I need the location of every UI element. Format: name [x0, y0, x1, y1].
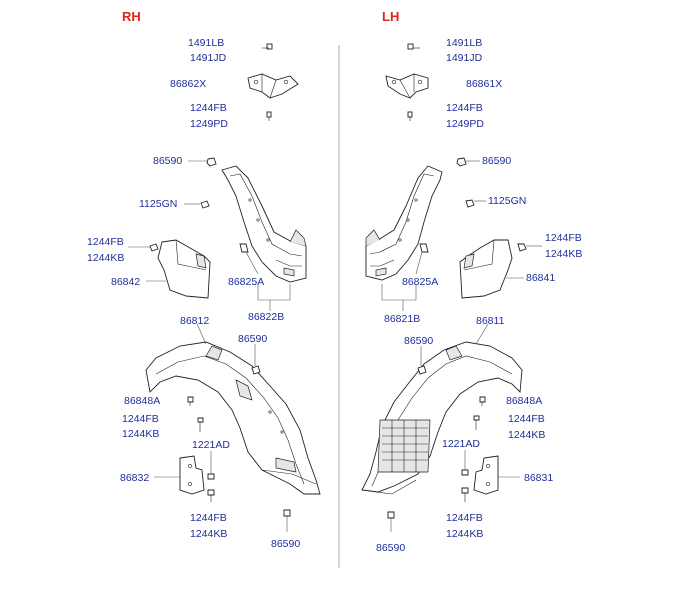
- rh-label-mudflap: 86842: [111, 276, 140, 288]
- lh-label-screw-top-1: 1244FB: [446, 102, 483, 114]
- rh-plate: [154, 455, 205, 495]
- lh-label-screw-mid-2: 1244KB: [508, 429, 545, 441]
- lh-mudflap: [459, 239, 524, 299]
- lh-screw-gn: [465, 199, 486, 208]
- lh-screw-ad: [461, 450, 469, 476]
- lh-labels: 1491LB 1491JD 86861X 1244FB 1249PD 86590…: [376, 37, 582, 554]
- rh-label-clip-upper: 86590: [153, 155, 182, 167]
- rh-label-screw-flap-2: 1244KB: [87, 252, 124, 264]
- rh-screw-flap: [128, 243, 159, 252]
- lh-label-screw-low-2: 1244KB: [446, 528, 483, 540]
- rh-label-screw-ad: 1221AD: [192, 439, 230, 451]
- rh-parts: [128, 43, 321, 532]
- rh-label-clip-mid: 86590: [238, 333, 267, 345]
- lh-clip-upper: [456, 157, 480, 167]
- rh-label-screw-flap-1: 1244FB: [87, 236, 124, 248]
- lh-label-plate: 86831: [524, 472, 553, 484]
- rh-screw-ad: [207, 451, 215, 480]
- rh-label-screw-mid-1: 1244FB: [122, 413, 159, 425]
- rh-pin: [187, 396, 194, 406]
- lh-screw-top: [407, 111, 413, 121]
- rh-label-screw-mid-2: 1244KB: [122, 428, 159, 440]
- rh-label-clip-a: 86825A: [228, 276, 264, 288]
- rh-clip-mid: [251, 344, 261, 375]
- rh-clip-upper: [188, 157, 217, 167]
- rh-screw-gn: [184, 200, 210, 209]
- lh-guard-upper: [365, 165, 443, 281]
- rh-label-guard-lower: 86812: [180, 315, 209, 327]
- lh-label-bracket: 86861X: [466, 78, 502, 90]
- rh-title: RH: [122, 9, 141, 24]
- lh-guard-upper-bracket: [381, 284, 417, 301]
- lh-bolt-top: [407, 43, 420, 50]
- lh-label-guard-lower: 86811: [476, 315, 505, 327]
- lh-label-screw-ad: 1221AD: [442, 438, 480, 450]
- lh-label-screw-flap-1: 1244FB: [545, 232, 582, 244]
- lh-label-clip-a: 86825A: [402, 276, 438, 288]
- rh-screw-low: [207, 489, 215, 502]
- lh-screw-mid: [473, 415, 480, 430]
- lh-label-clip-mid: 86590: [404, 335, 433, 347]
- rh-label-plate: 86832: [120, 472, 149, 484]
- rh-clip-a: [239, 243, 259, 275]
- lh-clip-a: [415, 243, 429, 275]
- lh-bracket: [385, 73, 429, 99]
- lh-screw-low: [461, 487, 469, 502]
- lh-parts: [361, 43, 542, 532]
- lh-label-pin: 86848A: [506, 395, 542, 407]
- rh-label-screw-gn: 1125GN: [139, 198, 177, 210]
- rh-guard-upper: [221, 165, 307, 283]
- lh-label-clip-low: 86590: [376, 542, 405, 554]
- rh-label-bolt-top-2: 1491JD: [190, 52, 227, 64]
- rh-labels: 1491LB 1491JD 86862X 1244FB 1249PD 86590…: [87, 37, 300, 550]
- lh-label-bolt-top-2: 1491JD: [446, 52, 483, 64]
- lh-clip-mid: [417, 346, 427, 375]
- rh-label-clip-low: 86590: [271, 538, 300, 550]
- lh-label-screw-flap-2: 1244KB: [545, 248, 582, 260]
- rh-label-bolt-top-1: 1491LB: [188, 37, 224, 49]
- rh-label-screw-low-1: 1244FB: [190, 512, 227, 524]
- lh-label-screw-mid-1: 1244FB: [508, 413, 545, 425]
- rh-bracket: [247, 73, 299, 99]
- lh-clip-low: [387, 511, 395, 532]
- lh-label-screw-gn: 1125GN: [488, 195, 526, 207]
- lh-label-mudflap: 86841: [526, 272, 555, 284]
- lh-plate: [473, 455, 520, 495]
- rh-guard-lower: [145, 323, 321, 495]
- lh-label-clip-upper: 86590: [482, 155, 511, 167]
- lh-label-screw-low-1: 1244FB: [446, 512, 483, 524]
- lh-guard-lower: [361, 323, 523, 495]
- rh-label-screw-top-1: 1244FB: [190, 102, 227, 114]
- rh-label-guard-upper: 86822B: [248, 311, 284, 323]
- lh-label-bolt-top-1: 1491LB: [446, 37, 482, 49]
- lh-label-screw-top-2: 1249PD: [446, 118, 484, 130]
- rh-bolt-top: [262, 43, 273, 50]
- lh-screw-flap: [517, 243, 542, 252]
- rh-label-screw-low-2: 1244KB: [190, 528, 227, 540]
- rh-screw-top: [266, 111, 272, 121]
- rh-clip-low: [283, 509, 291, 532]
- rh-guard-upper-bracket: [257, 284, 291, 301]
- lh-pin: [479, 396, 486, 406]
- rh-screw-mid: [197, 417, 204, 432]
- rh-mudflap: [146, 239, 211, 299]
- rh-label-pin: 86848A: [124, 395, 160, 407]
- rh-label-screw-top-2: 1249PD: [190, 118, 228, 130]
- rh-label-bracket: 86862X: [170, 78, 206, 90]
- lh-title: LH: [382, 9, 400, 24]
- lh-label-guard-upper: 86821B: [384, 313, 420, 325]
